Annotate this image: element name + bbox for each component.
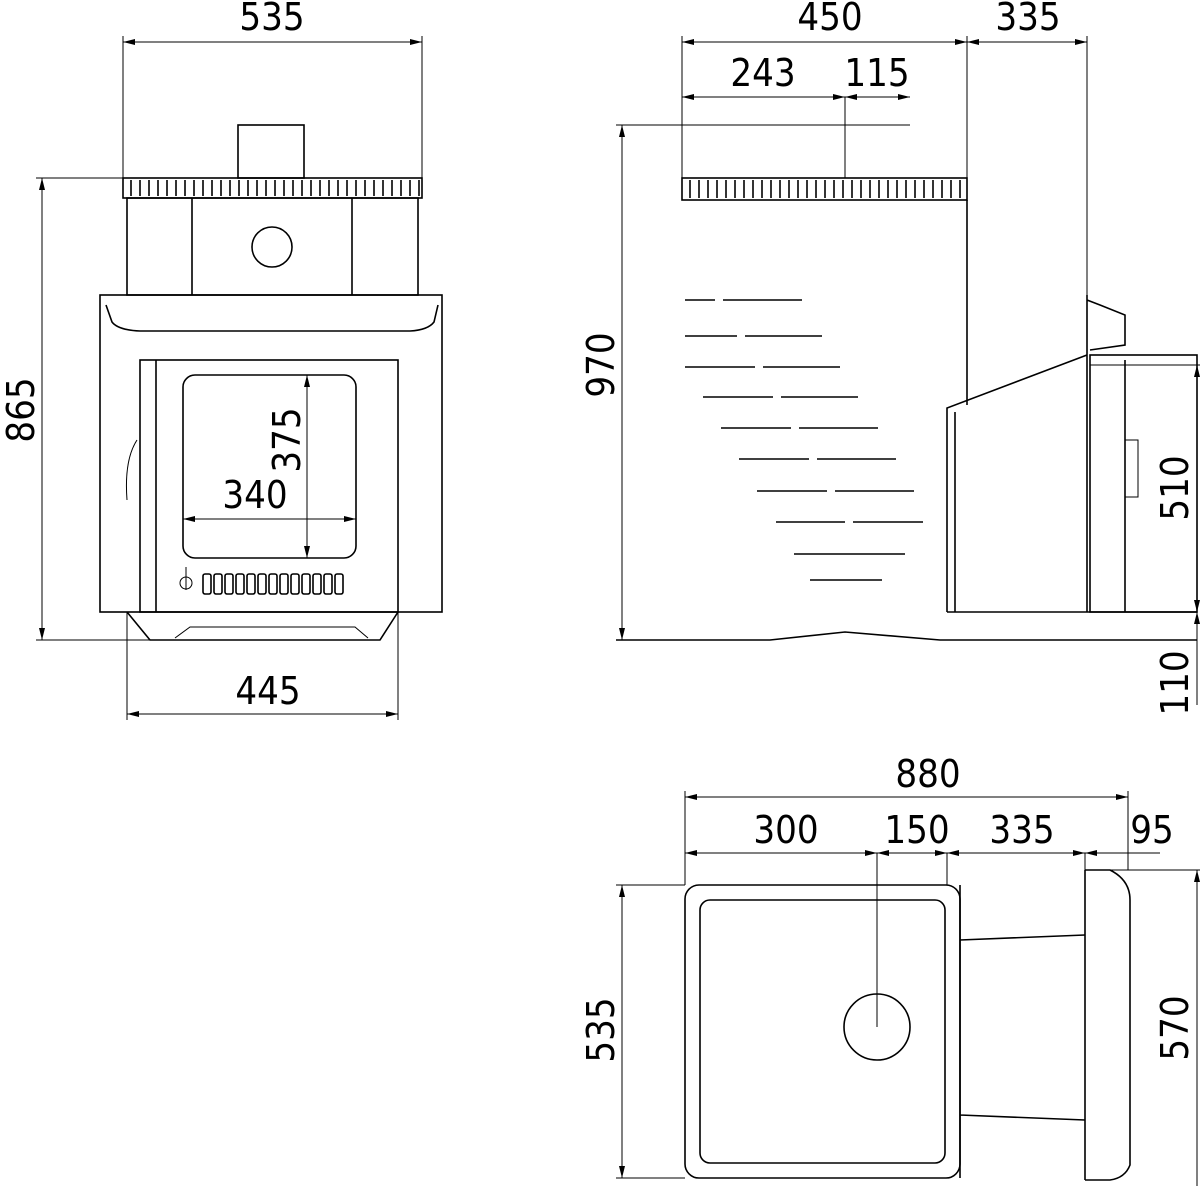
door (139, 359, 399, 613)
side-view: 450 335 243 115 970 510 110 (579, 0, 1200, 716)
body-outline (684, 884, 961, 1179)
stones-band-side (681, 177, 968, 201)
dim-seg-4: 95 (1130, 808, 1174, 852)
dim-chimney-diameter: 115 (844, 51, 909, 95)
dim-tank-width: 335 (995, 0, 1060, 39)
chimney (237, 124, 305, 179)
dim-tank-height: 510 (1153, 455, 1197, 520)
dim-seg-1: 300 (753, 808, 818, 852)
dim-tank-depth: 570 (1153, 995, 1197, 1060)
dim-seg-2: 150 (884, 808, 949, 852)
body-inner (699, 899, 946, 1164)
door-glass (182, 374, 357, 559)
chimney-top (843, 993, 911, 1061)
dim-overall-length: 880 (895, 752, 960, 796)
dim-front-height: 865 (0, 377, 43, 442)
dim-base-height: 110 (1153, 650, 1197, 715)
dim-chimney-offset: 243 (730, 51, 795, 95)
dim-stones-width: 450 (797, 0, 862, 39)
dim-body-depth: 535 (579, 997, 623, 1062)
dim-front-width: 535 (239, 0, 304, 39)
stones-band (122, 177, 423, 199)
dim-base-width: 445 (235, 669, 300, 713)
dim-seg-3: 335 (989, 808, 1054, 852)
upper-body (126, 197, 419, 296)
dim-side-height: 970 (579, 332, 623, 397)
front-view: 535 865 375 340 445 (0, 0, 443, 720)
top-view: 880 300 150 335 95 535 570 (579, 752, 1200, 1186)
dim-glass-width: 340 (222, 473, 287, 517)
chimney-hole (251, 226, 293, 268)
dim-glass-height: 375 (265, 407, 309, 472)
